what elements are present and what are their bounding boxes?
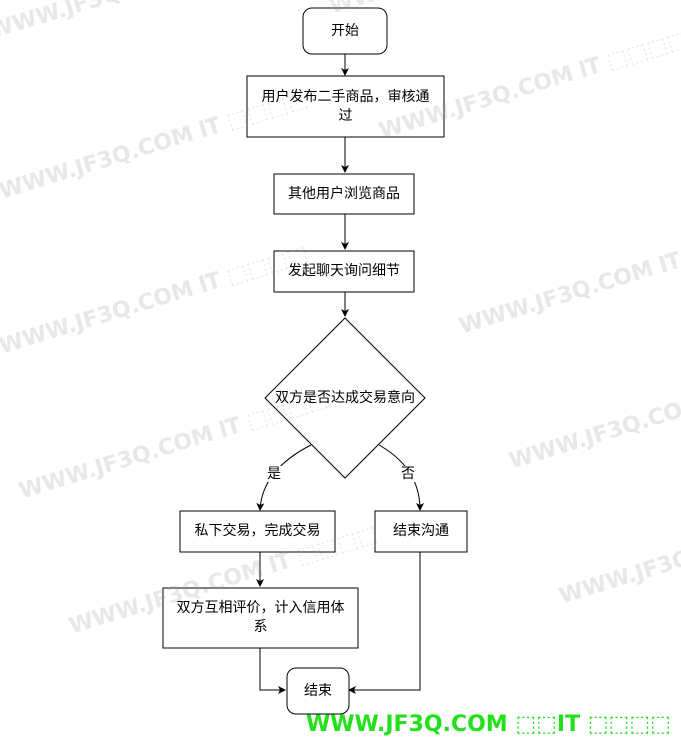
start-node: 开始 xyxy=(331,22,359,39)
decision-node-shape xyxy=(264,317,426,479)
end-node-shape xyxy=(286,667,350,715)
publish-node-shape xyxy=(246,75,445,138)
edge-endchat-end xyxy=(348,552,421,694)
trade-node-shape xyxy=(179,510,336,553)
chat-node-shape xyxy=(273,250,415,293)
endchat-node-shape xyxy=(374,510,468,553)
browse-node: 其他用户浏览商品 xyxy=(288,185,400,202)
yes-label: 是 xyxy=(266,466,282,482)
no-label: 否 xyxy=(400,466,416,482)
publish-node: 用户发布二手商品，审核通过 xyxy=(261,88,430,124)
end-node: 结束 xyxy=(304,682,332,699)
browse-node-shape xyxy=(273,173,415,215)
site-watermark: WWW.JF3Q.COM ⬚⬚IT ⬚⬚⬚⬚ xyxy=(306,712,671,737)
trade-node: 私下交易，完成交易 xyxy=(194,523,321,539)
rate-node-shape xyxy=(162,587,359,649)
rate-node: 双方互相评价，计入信用体系 xyxy=(176,600,345,635)
chat-node: 发起聊天询问细节 xyxy=(288,263,400,279)
endchat-node: 结束沟通 xyxy=(393,523,449,539)
start-node-shape xyxy=(302,7,388,55)
decision-node: 双方是否达成交易意向 xyxy=(275,389,415,406)
edge-rate-end xyxy=(259,648,286,694)
